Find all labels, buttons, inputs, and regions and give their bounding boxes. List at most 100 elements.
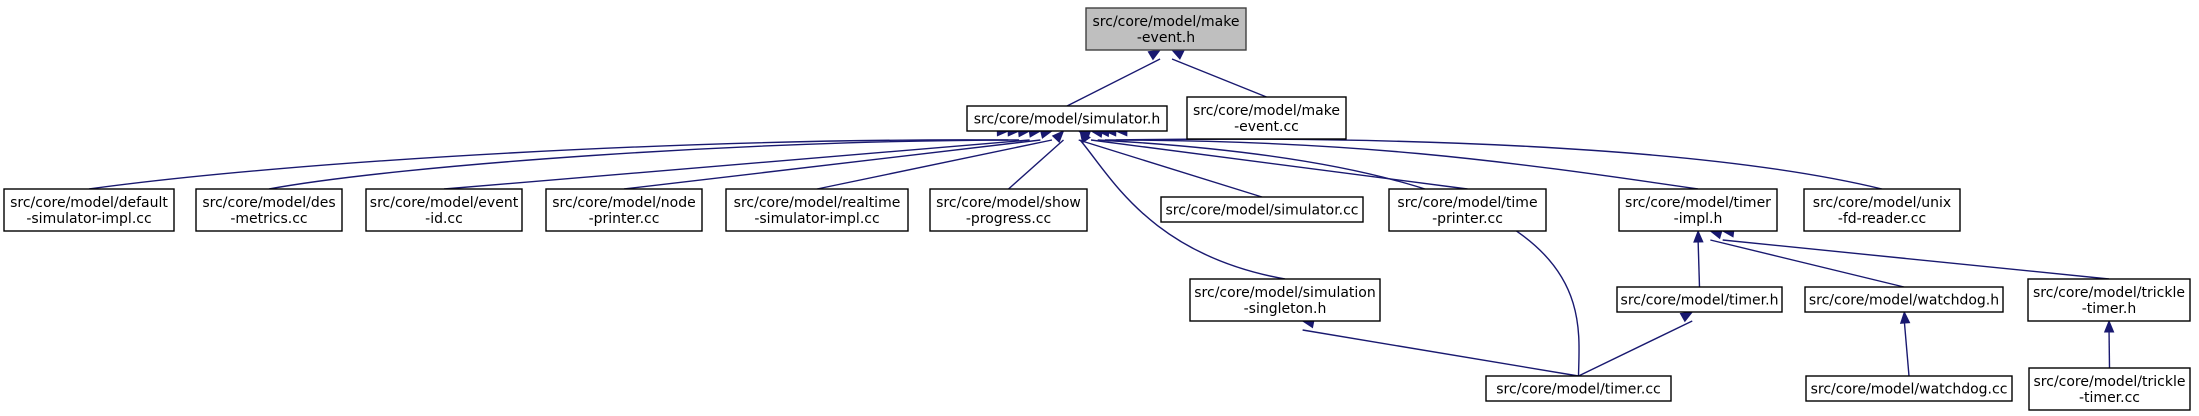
node-label: -event.cc (1234, 119, 1299, 135)
edge-timer-cc-to-sim-singleton-h (1302, 329, 1579, 377)
edge-trickle-timer-h-to-timer-impl-h (1722, 239, 2110, 280)
node-box (365, 188, 523, 232)
node-label: src/core/model/des (202, 195, 335, 211)
edge-node-printer-to-simulator-h (623, 139, 1041, 190)
node-box (1805, 375, 2013, 402)
arrowhead-trickle-timer-cc-to-trickle-timer-h (2103, 319, 2115, 333)
node-box (1618, 188, 1778, 232)
node-label: -printer.cc (589, 211, 660, 227)
node-box (2028, 367, 2191, 411)
node-label: src/core/model/node (552, 195, 695, 211)
node-realtime-sim-impl[interactable]: src/core/model/realtime-simulator-impl.c… (725, 188, 909, 232)
node-default-sim-impl[interactable]: src/core/model/default-simulator-impl.cc (3, 188, 175, 232)
node-node-printer[interactable]: src/core/model/node-printer.cc (545, 188, 703, 232)
node-box (1189, 278, 1381, 322)
arrowhead-show-progress-to-simulator-h (1051, 130, 1065, 143)
edge-timer-h-to-timer-impl-h (1697, 239, 1701, 288)
node-label: src/core/model/simulator.h (974, 112, 1161, 128)
node-simulator-cc[interactable]: src/core/model/simulator.cc (1160, 196, 1364, 223)
edge-default-sim-impl-to-simulator-h (88, 139, 1009, 190)
node-box (966, 105, 1168, 132)
node-label: -simulator-impl.cc (26, 211, 151, 227)
node-simulator-h[interactable]: src/core/model/simulator.h (966, 105, 1168, 132)
edge-event-id-to-simulator-h (443, 139, 1030, 190)
node-box (1160, 196, 1364, 223)
node-box (929, 188, 1088, 232)
node-make-event-h: src/core/model/make-event.h (1085, 7, 1247, 51)
node-label: -event.h (1137, 30, 1195, 46)
arrowhead-watchdog-cc-to-watchdog-h (1899, 310, 1911, 324)
node-event-id[interactable]: src/core/model/event-id.cc (365, 188, 523, 232)
node-label: src/core/model/simulation (1194, 285, 1376, 301)
nodes-layer: src/core/model/make-event.hsrc/core/mode… (3, 7, 2191, 411)
edge-simulator-cc-to-simulator-h (1078, 139, 1263, 198)
edge-watchdog-h-to-timer-impl-h (1710, 239, 1905, 288)
node-watchdog-h[interactable]: src/core/model/watchdog.h (1804, 286, 2004, 313)
arrowhead-timer-h-to-timer-impl-h (1693, 229, 1704, 243)
node-label: src/core/model/realtime (734, 195, 901, 211)
node-label: src/core/model/simulator.cc (1165, 203, 1358, 219)
node-box (195, 188, 343, 232)
node-box (1085, 7, 1247, 51)
node-label: -impl.h (1674, 211, 1723, 227)
node-des-metrics[interactable]: src/core/model/des-metrics.cc (195, 188, 343, 232)
node-label: src/core/model/watchdog.h (1809, 293, 1999, 309)
node-timer-h[interactable]: src/core/model/timer.h (1616, 286, 1783, 313)
node-label: src/core/model/show (936, 195, 1081, 211)
node-label: -singleton.h (1244, 301, 1327, 317)
node-make-event-cc[interactable]: src/core/model/make-event.cc (1186, 96, 1347, 140)
node-box (1804, 286, 2004, 313)
node-box (545, 188, 703, 232)
node-label: -printer.cc (1432, 211, 1503, 227)
edge-unix-fd-reader-to-simulator-h (1115, 138, 1883, 190)
edge-des-metrics-to-simulator-h (268, 139, 1020, 190)
node-label: -simulator-impl.cc (754, 211, 879, 227)
edge-time-printer-to-simulator-h (1090, 139, 1468, 190)
node-label: src/core/model/event (370, 195, 519, 211)
node-trickle-timer-h[interactable]: src/core/model/trickle-timer.h (2027, 278, 2191, 322)
node-label: -id.cc (425, 211, 463, 227)
node-watchdog-cc[interactable]: src/core/model/watchdog.cc (1805, 375, 2013, 402)
edge-timer-cc-to-timer-h (1578, 320, 1693, 377)
edge-show-progress-to-simulator-h (1008, 139, 1064, 190)
node-label: src/core/model/trickle (2033, 285, 2185, 301)
node-label: -timer.cc (2079, 390, 2140, 406)
node-box (1186, 96, 1347, 140)
node-label: src/core/model/timer.h (1621, 293, 1779, 309)
node-box (2027, 278, 2191, 322)
node-label: src/core/model/unix (1813, 195, 1951, 211)
edge-realtime-sim-impl-to-simulator-h (816, 139, 1053, 190)
node-label: src/core/model/default (10, 195, 168, 211)
node-sim-singleton-h[interactable]: src/core/model/simulation-singleton.h (1189, 278, 1381, 322)
node-box (1803, 188, 1961, 232)
edge-simulator-h-to-make-event-h (1066, 58, 1161, 107)
node-label: -metrics.cc (230, 211, 307, 227)
node-show-progress[interactable]: src/core/model/show-progress.cc (929, 188, 1088, 232)
node-label: src/core/model/watchdog.cc (1811, 382, 2008, 398)
node-box (1616, 286, 1783, 313)
node-label: src/core/model/make (1193, 103, 1340, 119)
node-label: -fd-reader.cc (1838, 211, 1926, 227)
node-label: src/core/model/trickle (2034, 374, 2186, 390)
edge-sim-singleton-h-to-simulator-h (1079, 139, 1286, 280)
arrowhead-timer-cc-to-timer-h (1679, 311, 1694, 323)
node-trickle-timer-cc[interactable]: src/core/model/trickle-timer.cc (2028, 367, 2191, 411)
node-box (1485, 375, 1672, 402)
arrowhead-sim-singleton-h-to-simulator-h (1079, 129, 1091, 144)
arrowhead-simulator-h-to-make-event-h (1147, 49, 1162, 61)
edge-timer-impl-h-to-simulator-h (1104, 139, 1699, 190)
node-timer-impl-h[interactable]: src/core/model/timer-impl.h (1618, 188, 1778, 232)
node-box (725, 188, 909, 232)
edge-watchdog-cc-to-watchdog-h (1903, 320, 1910, 377)
node-time-printer[interactable]: src/core/model/time-printer.cc (1388, 188, 1547, 232)
node-box (3, 188, 175, 232)
edges-layer (88, 49, 2115, 377)
edge-timer-cc-to-simulator-h (1097, 139, 1580, 377)
node-timer-cc[interactable]: src/core/model/timer.cc (1485, 375, 1672, 402)
node-label: src/core/model/timer.cc (1496, 382, 1660, 398)
node-label: src/core/model/make (1093, 14, 1240, 30)
node-box (1388, 188, 1547, 232)
arrowhead-make-event-cc-to-make-event-h (1170, 49, 1185, 60)
node-unix-fd-reader[interactable]: src/core/model/unix-fd-reader.cc (1803, 188, 1961, 232)
